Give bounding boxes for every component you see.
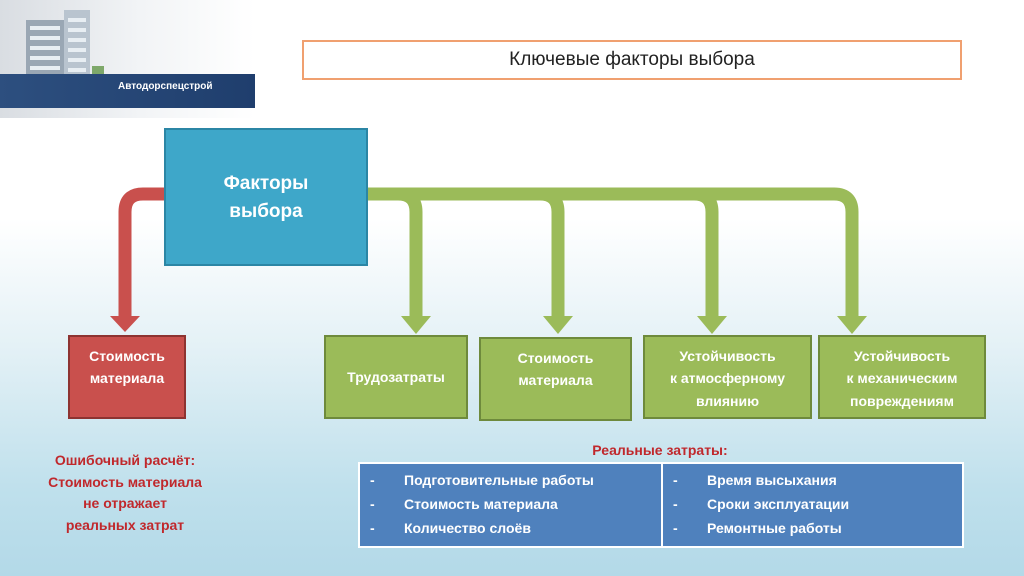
list-item: -Количество слоёв bbox=[370, 520, 531, 536]
false-factor-line1: Стоимость bbox=[89, 348, 165, 364]
red-arrowhead bbox=[110, 316, 140, 332]
factor-mechanical-line2: к механическим bbox=[846, 370, 958, 387]
factor-box-material-cost: Стоимость материала bbox=[479, 337, 632, 421]
factor-box-labor: Трудозатраты bbox=[324, 335, 468, 419]
error-note-line1: Ошибочный расчёт: bbox=[54, 452, 196, 468]
list-item: -Время высыхания bbox=[673, 472, 837, 488]
factor-material-line2: материала bbox=[518, 372, 593, 389]
red-connector bbox=[118, 187, 164, 318]
real-costs-title: Реальные затраты: bbox=[592, 442, 728, 458]
list-item: -Ремонтные работы bbox=[673, 520, 842, 536]
false-factor-line2: материала bbox=[89, 370, 165, 387]
false-factor-box: Стоимость материала bbox=[68, 335, 186, 419]
green-connectors bbox=[368, 187, 859, 318]
error-note-line4: реальных затрат bbox=[65, 517, 185, 534]
factor-weather-line2: к атмосферному bbox=[669, 370, 786, 387]
factor-mechanical-line1: Устойчивость bbox=[853, 348, 951, 364]
factor-material-line1: Стоимость bbox=[517, 350, 594, 366]
logo-band bbox=[0, 74, 255, 108]
factor-box-weather-resistance: Устойчивость к атмосферному влиянию bbox=[643, 335, 812, 419]
error-note: Ошибочный расчёт: Стоимость материала не… bbox=[20, 450, 230, 537]
real-costs-left-column: -Подготовительные работы -Стоимость мате… bbox=[360, 464, 661, 546]
error-note-line2: Стоимость материала bbox=[48, 473, 202, 490]
factor-box-mechanical-resistance: Устойчивость к механическим повреждениям bbox=[818, 335, 986, 419]
main-factor-box: Факторы выбора bbox=[164, 128, 368, 266]
main-factor-line2: выбора bbox=[229, 200, 303, 222]
company-logo: Автодорспецстрой bbox=[0, 0, 255, 118]
factor-labor-label: Трудозатраты bbox=[347, 368, 445, 385]
slide-title: Ключевые факторы выбора bbox=[302, 40, 962, 80]
error-note-line3: не отражает bbox=[83, 495, 167, 512]
list-item: -Сроки эксплуатации bbox=[673, 496, 850, 512]
real-costs-table: -Подготовительные работы -Стоимость мате… bbox=[358, 462, 964, 548]
factor-weather-line3: влиянию bbox=[695, 392, 760, 409]
factor-weather-line1: Устойчивость bbox=[679, 348, 776, 364]
list-item: -Стоимость материала bbox=[370, 496, 558, 512]
real-costs-right-column: -Время высыхания -Сроки эксплуатации -Ре… bbox=[661, 464, 962, 546]
company-name: Автодорспецстрой bbox=[118, 81, 213, 92]
green-arrowheads bbox=[401, 316, 867, 334]
list-item: -Подготовительные работы bbox=[370, 472, 594, 488]
main-factor-line1: Факторы bbox=[223, 173, 309, 194]
factor-mechanical-line3: повреждениям bbox=[850, 392, 954, 409]
